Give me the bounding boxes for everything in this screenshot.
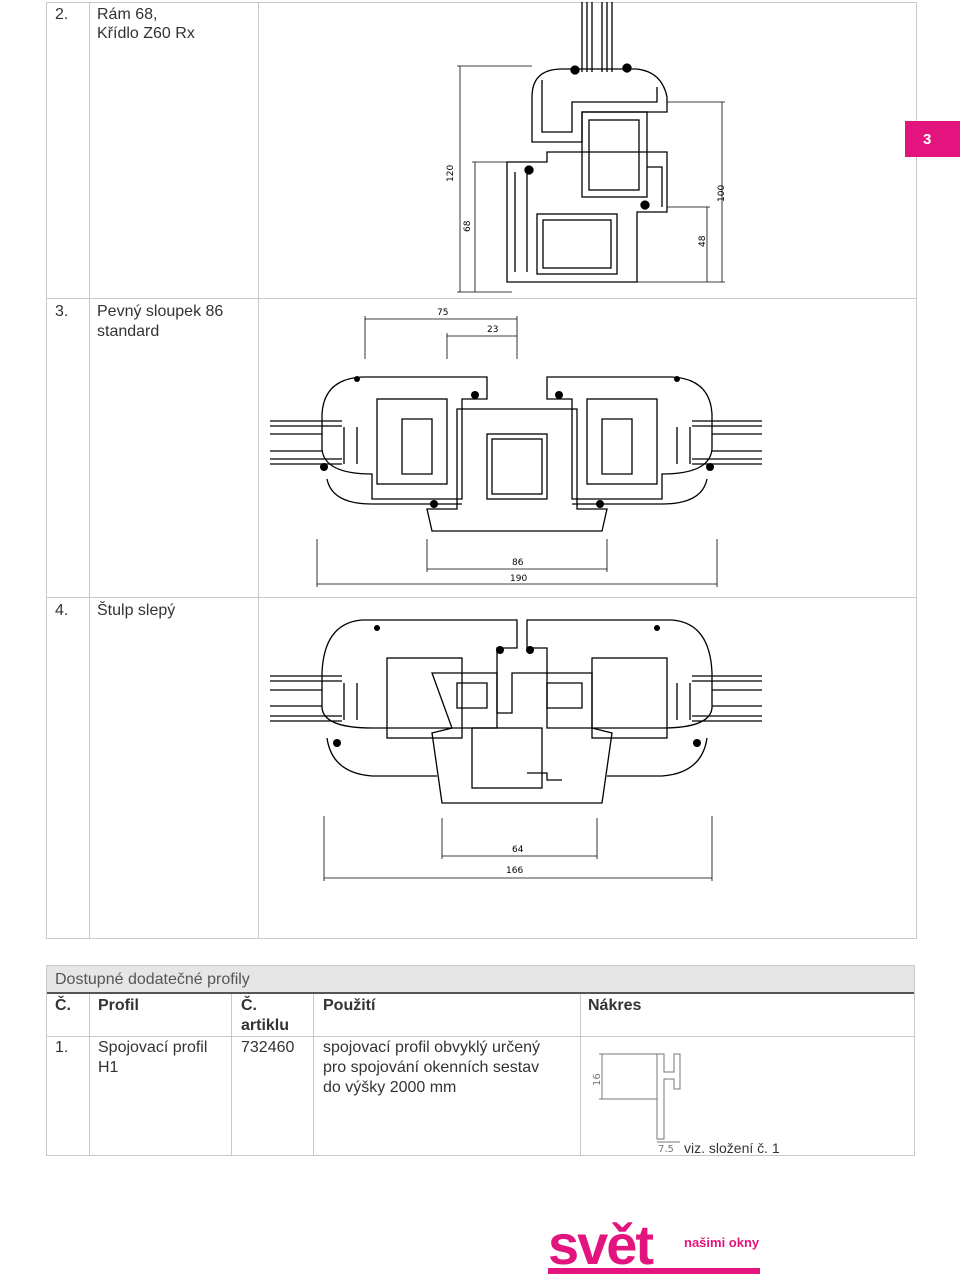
h1-dim-height: 16 [592,1073,603,1086]
section-3-label-line1: Pevný sloupek 86 [97,303,224,320]
section-4-number: 4. [55,602,69,619]
grid-row-divider-2 [46,597,916,598]
additional-profiles-table: Dostupné dodatečné profily Č. Profil Č. … [46,965,915,1156]
table-title: Dostupné dodatečné profily [55,971,250,988]
row-profile-line2: H1 [98,1059,119,1076]
dim-86: 86 [512,558,524,568]
section-3-profile-drawing: 75 23 86 190 [270,308,762,587]
table-row-divider [47,1036,914,1037]
section-3-number: 3. [55,303,69,320]
brand-logo-bar [548,1268,760,1274]
section-2-number: 2. [55,6,69,23]
sections-grid [46,2,917,939]
row-usage-line3: do výšky 2000 mm [323,1079,457,1096]
brand-logo-tagline: našimi okny [684,1235,760,1250]
row-usage-line1: spojovací profil obvyklý určený [323,1039,540,1056]
section-4-label-line1: Štulp slepý [97,602,176,619]
dim-64: 64 [512,845,524,855]
row-usage-line2: pro spojování okenních sestav [323,1059,540,1076]
dim-23: 23 [487,325,498,335]
dim-166: 166 [506,866,523,876]
row-article: 732460 [241,1039,295,1056]
table-col-divider [580,994,581,1155]
dim-75: 75 [437,308,448,318]
header-drawing: Nákres [588,997,642,1014]
header-no: Č. [55,997,71,1014]
header-usage: Použití [323,997,376,1014]
section-2-label-line1: Rám 68, [97,6,158,23]
section-4-profile-drawing: 64 166 [270,619,762,881]
section-2-profile-drawing: 120 68 100 48 [446,2,727,293]
table-title-bar: Dostupné dodatečné profily [47,966,914,994]
dim-190: 190 [510,574,527,584]
brand-logo: svět našimi okny [548,1213,760,1276]
grid-col-divider-2 [258,2,259,939]
row-note: viz. složení č. 1 [684,1140,780,1156]
grid-row-divider-1 [46,298,916,299]
h1-profile-drawing: 16 7,5 [592,1053,681,1152]
row-profile-line1: Spojovací profil [98,1039,208,1056]
table-col-divider [231,994,232,1155]
dim-48: 48 [698,235,708,247]
header-profile: Profil [98,997,139,1014]
dim-100: 100 [717,185,727,202]
h1-dim-width: 7,5 [658,1144,674,1152]
dim-68: 68 [463,220,473,232]
page-number-tab: 3 [905,121,960,157]
dim-120: 120 [446,165,456,182]
grid-col-divider-1 [89,2,90,939]
table-col-divider [89,994,90,1155]
header-article-line1: Č. [241,997,257,1014]
brand-logo-word: svět [548,1213,654,1276]
table-col-divider [313,994,314,1155]
header-article-line2: artiklu [241,1017,290,1034]
section-2-label-line2: Křídlo Z60 Rx [97,25,195,42]
row-no: 1. [55,1039,69,1056]
section-3-label-line2: standard [97,323,160,340]
